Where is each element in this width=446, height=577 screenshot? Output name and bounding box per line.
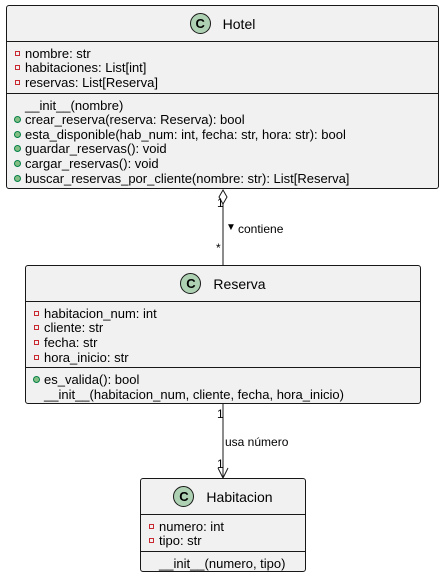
member-text: cargar_reservas(): void [25,155,159,171]
public-visibility-icon [30,373,43,387]
member-row: numero: int [141,519,305,534]
private-visibility-icon [145,519,158,533]
member-text: __init__(nombre) [25,97,124,113]
class-header: C Habitacion [141,479,305,515]
no-visibility-icon [145,556,158,570]
member-text: es_valida(): bool [44,372,140,388]
contiene-label: contiene [238,222,284,236]
member-row: hora_inicio: str [26,350,420,365]
private-visibility-icon [11,46,24,60]
member-row: guardar_reservas(): void [7,141,438,157]
member-text: esta_disponible(hab_num: int, fecha: str… [25,126,346,142]
usa-numero-label: usa número [225,435,289,449]
private-visibility-icon [30,321,43,335]
member-row: tipo: str [141,533,305,549]
class-name: Hotel [222,15,256,32]
member-row: nombre: str [7,46,438,61]
member-row: buscar_reservas_por_cliente(nombre: str)… [7,171,438,186]
member-text: nombre: str [25,45,91,61]
class-name: Reserva [213,275,266,292]
private-visibility-icon [30,306,43,320]
class-icon: C [189,13,211,34]
member-text: habitaciones: List[int] [25,60,147,76]
member-row: __init__(nombre) [7,98,438,113]
member-row: esta_disponible(hab_num: int, fecha: str… [7,127,438,142]
member-text: buscar_reservas_por_cliente(nombre: str)… [25,170,350,186]
member-row: es_valida(): bool [26,372,420,387]
class-header: C Hotel [7,6,438,42]
aggregation-diamond [218,188,228,206]
private-visibility-icon [11,75,24,89]
member-row: cliente: str [26,320,420,336]
direction-marker-icon: ▼ [226,222,236,233]
no-visibility-icon [30,387,43,401]
member-text: __init__(numero, tipo) [159,555,286,571]
member-text: numero: int [159,518,225,534]
class-name: Habitacion [206,488,273,505]
member-row: reservas: List[Reserva] [7,75,438,90]
class-icon: C [173,486,195,507]
member-text: habitacion_num: int [44,305,157,321]
no-visibility-icon [11,98,24,112]
member-row: cargar_reservas(): void [7,156,438,171]
reserva-source-multiplicity: 1 [217,407,224,421]
private-visibility-icon [30,350,43,364]
hotel-multiplicity: 1 [217,196,224,210]
private-visibility-icon [30,335,43,349]
member-text: hora_inicio: str [44,349,129,365]
member-text: guardar_reservas(): void [25,141,167,157]
member-text: cliente: str [44,320,104,336]
class-header: C Reserva [26,266,420,302]
habitacion-multiplicity: 1 [217,457,224,471]
member-text: fecha: str [44,334,98,350]
reserva-multiplicity: * [216,241,221,255]
member-row: __init__(habitacion_num, cliente, fecha,… [26,387,420,402]
class-icon: C [180,273,202,294]
member-row: __init__(numero, tipo) [141,556,305,571]
member-row: crear_reserva(reserva: Reserva): bool [7,112,438,127]
private-visibility-icon [11,61,24,75]
public-visibility-icon [11,156,24,170]
member-row: habitaciones: List[int] [7,60,438,76]
member-text: reservas: List[Reserva] [25,74,158,90]
methods-section: es_valida(): bool__init__(habitacion_num… [26,367,420,404]
member-row: habitacion_num: int [26,306,420,321]
member-text: tipo: str [159,533,202,549]
methods-section: __init__(numero, tipo) [141,551,305,574]
public-visibility-icon [11,142,24,156]
public-visibility-icon [11,127,24,141]
public-visibility-icon [11,171,24,185]
member-row: fecha: str [26,335,420,350]
methods-section: __init__(nombre)crear_reserva(reserva: R… [7,92,438,189]
public-visibility-icon [11,113,24,127]
private-visibility-icon [145,534,158,548]
member-text: __init__(habitacion_num, cliente, fecha,… [44,386,344,402]
member-text: crear_reserva(reserva: Reserva): bool [25,112,245,128]
